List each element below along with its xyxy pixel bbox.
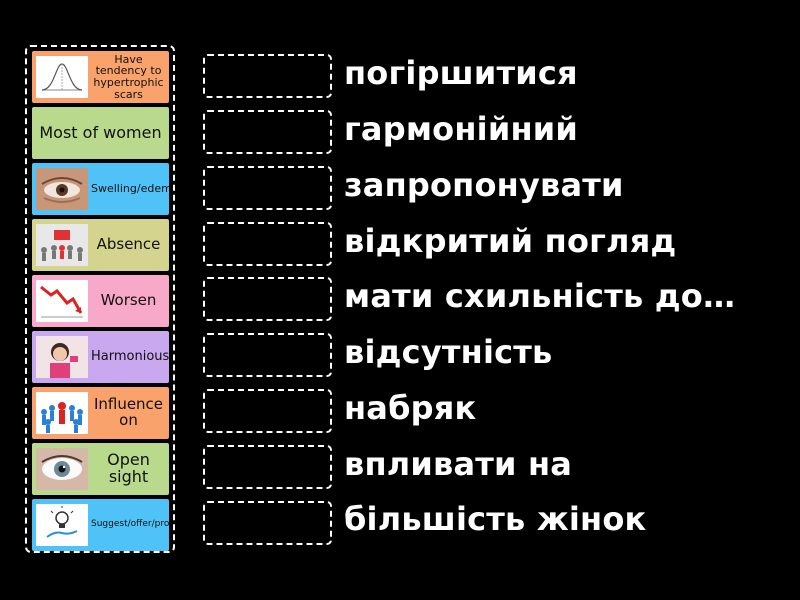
card-label: Most of women <box>39 122 162 142</box>
prompt-word: набряк <box>344 389 477 427</box>
eye-swelling-icon <box>36 168 88 210</box>
answer-card-suggest[interactable]: Suggest/offer/propose <box>32 499 169 551</box>
prompt-word: впливати на <box>344 445 573 483</box>
answer-card-worsen[interactable]: Worsen <box>32 275 169 327</box>
drop-slot-8[interactable] <box>203 445 332 489</box>
card-label: Open sight <box>107 450 150 486</box>
card-label: Influence on <box>93 395 164 429</box>
answer-card-open-sight[interactable]: Open sight <box>32 443 169 495</box>
prompt-word: мати схильність до… <box>344 277 736 315</box>
open-eye-icon <box>36 448 88 490</box>
prompt-word: більшість жінок <box>344 500 647 538</box>
card-label: Swelling/edema <box>91 182 169 196</box>
lightbulb-hand-icon <box>36 504 88 546</box>
drop-slot-9[interactable] <box>203 501 332 545</box>
drop-slot-6[interactable] <box>203 333 332 377</box>
absence-crowd-icon <box>36 224 88 266</box>
answer-card-absence[interactable]: Absence <box>32 219 169 271</box>
influence-figures-icon <box>36 392 88 434</box>
drop-slot-7[interactable] <box>203 389 332 433</box>
down-trend-icon <box>36 280 88 322</box>
card-label: Worsen <box>100 291 157 310</box>
answer-card-influence-on[interactable]: Influence on <box>32 387 169 439</box>
answer-card-harmonious[interactable]: Harmonious <box>32 331 169 383</box>
prompt-word: відсутність <box>344 333 553 371</box>
card-label: Absence <box>96 235 161 254</box>
card-label: Suggest/offer/propose <box>91 519 169 530</box>
answer-tray <box>25 45 175 553</box>
card-label: Harmonious <box>91 349 169 365</box>
prompt-word: відкритий погляд <box>344 222 677 260</box>
drop-slot-1[interactable] <box>203 54 332 98</box>
woman-portrait-icon <box>36 336 88 378</box>
drop-slot-4[interactable] <box>203 222 332 266</box>
answer-card-have-tendency[interactable]: Have tendency to hypertrophic scars <box>32 51 169 103</box>
answer-card-swelling[interactable]: Swelling/edema <box>32 163 169 215</box>
curve-chart-icon <box>36 56 88 98</box>
prompt-word: погіршитися <box>344 54 578 92</box>
answer-card-most-of-women[interactable]: Most of women <box>32 107 169 159</box>
drop-slot-3[interactable] <box>203 166 332 210</box>
card-label: Have tendency to hypertrophic scars <box>93 52 164 101</box>
prompt-word: запропонувати <box>344 166 624 204</box>
drop-slot-5[interactable] <box>203 277 332 321</box>
drop-slot-2[interactable] <box>203 110 332 154</box>
prompt-word: гармонійний <box>344 110 579 148</box>
